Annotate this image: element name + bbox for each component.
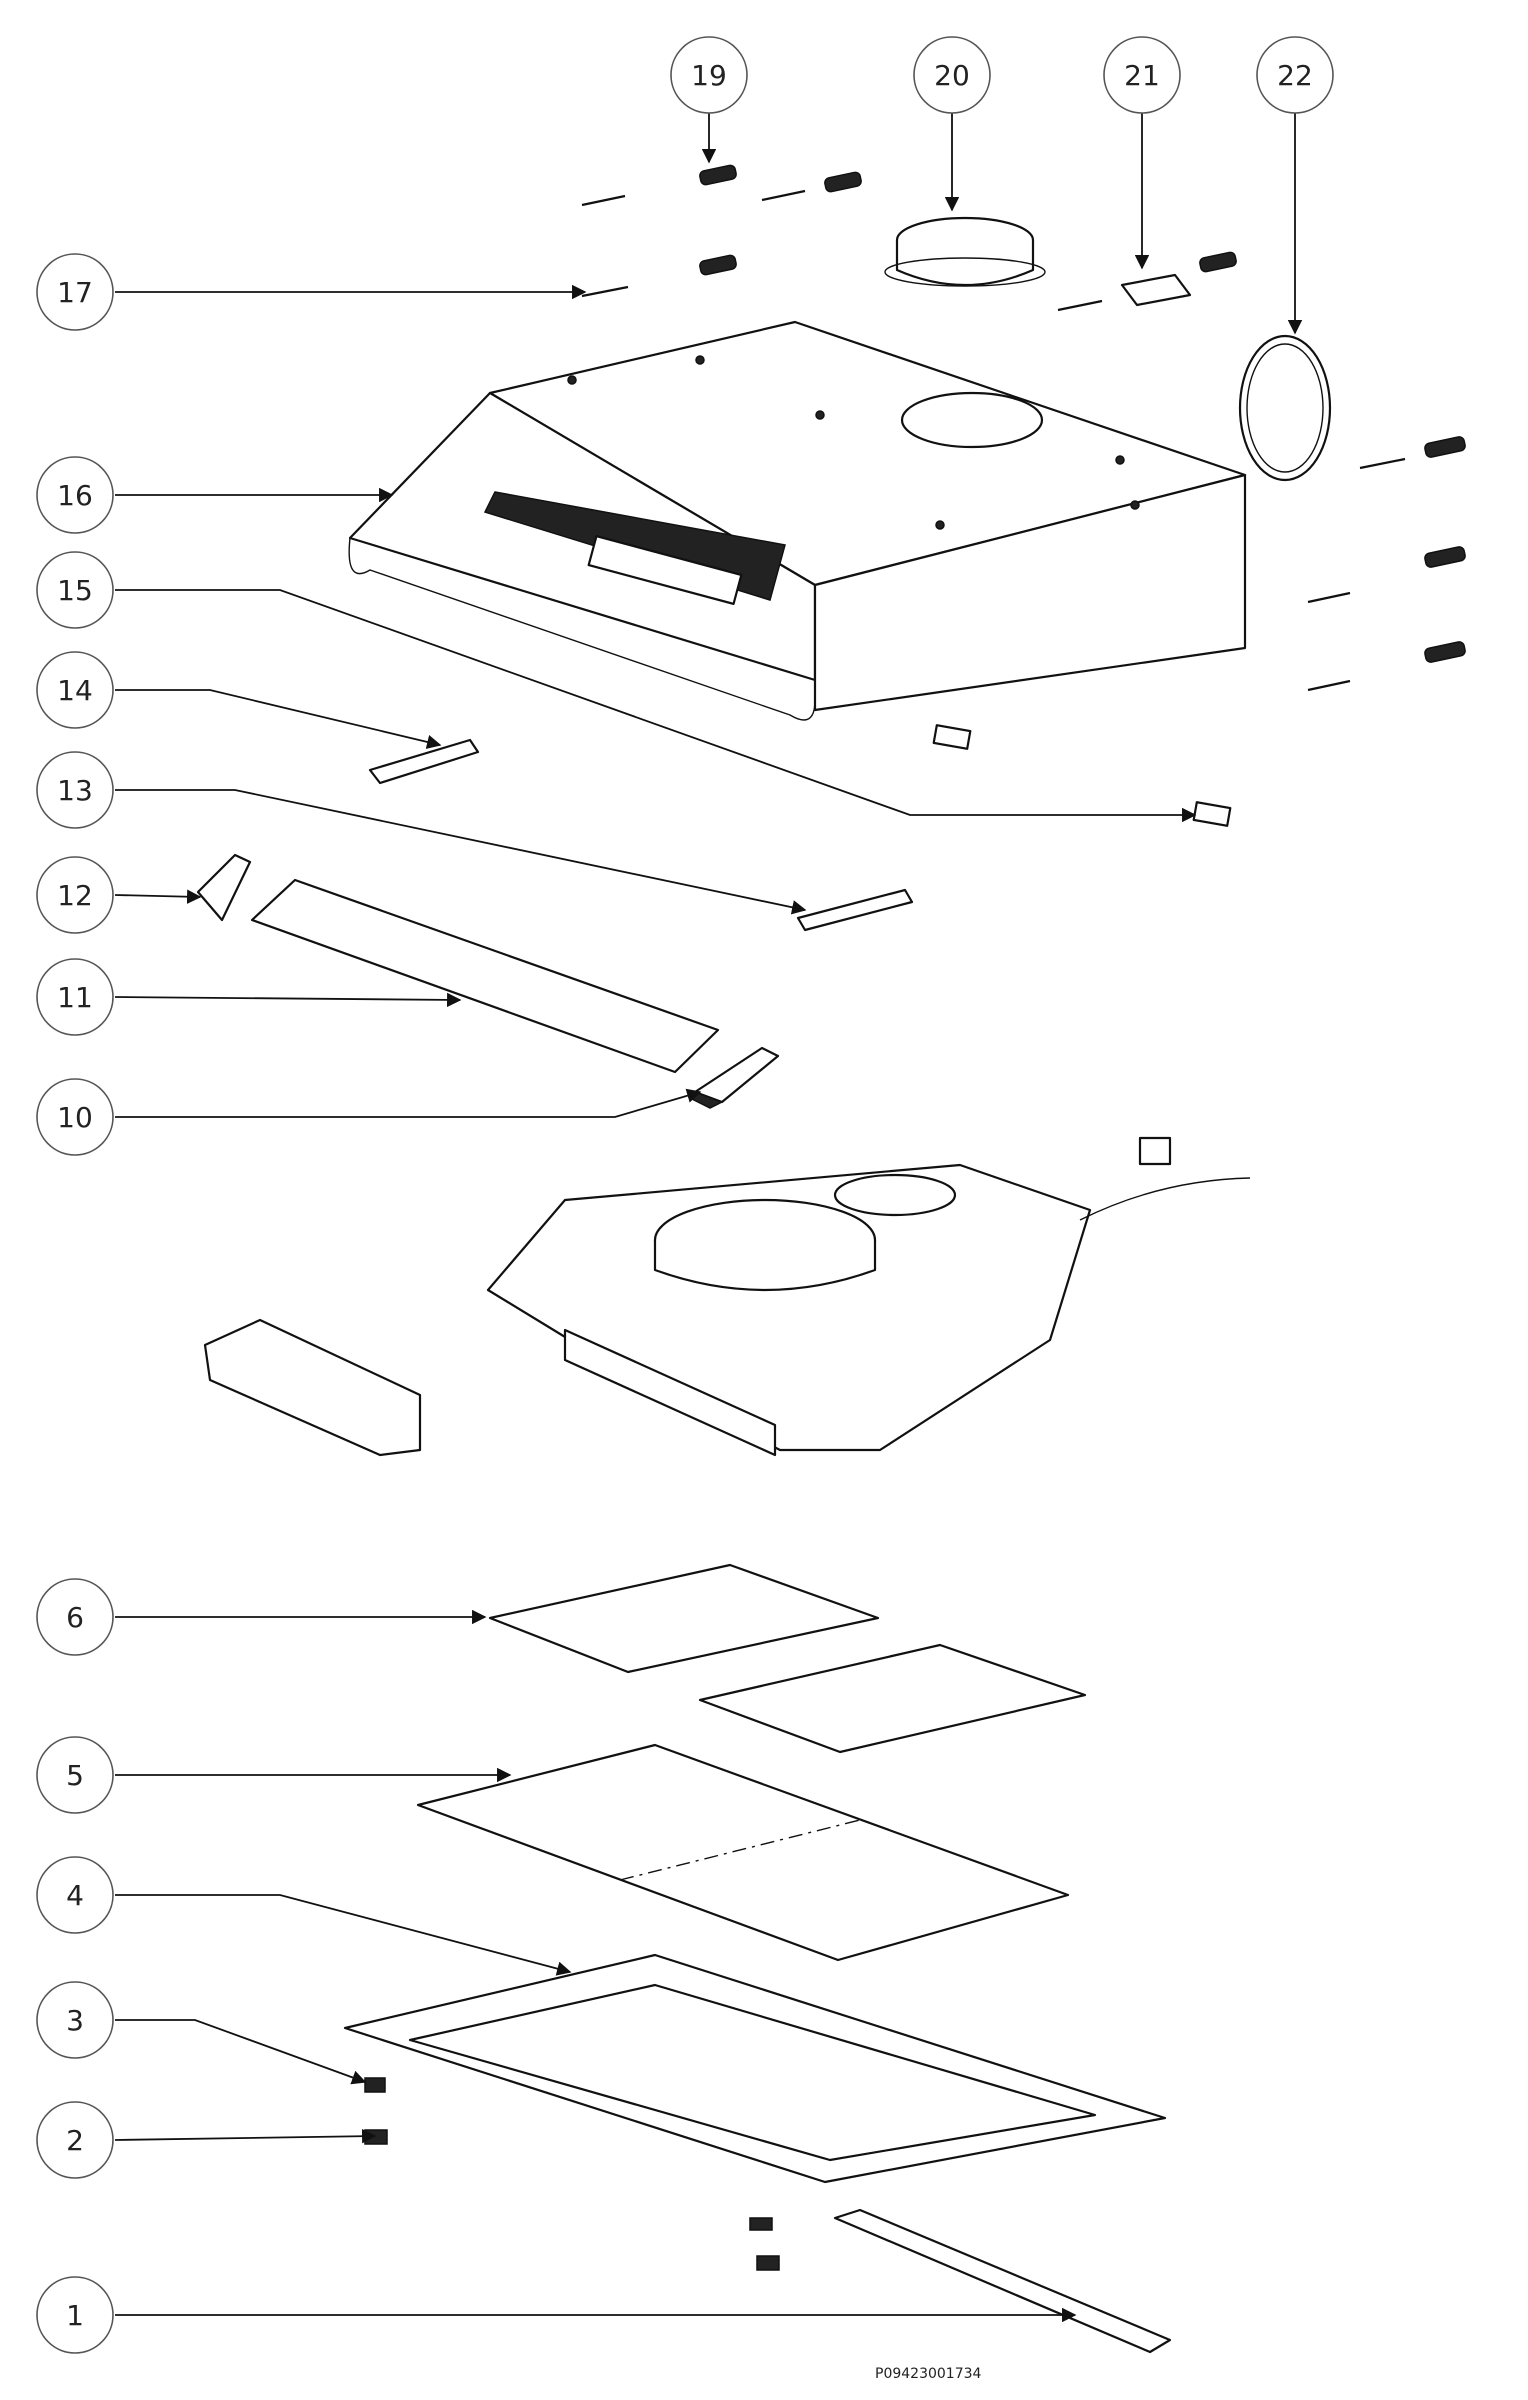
callout-5: 5 (36, 1736, 114, 1814)
svg-text:22: 22 (1277, 59, 1313, 92)
leader-2 (114, 2129, 377, 2144)
part-visor-panel (416, 1743, 1070, 1962)
svg-text:4: 4 (66, 1879, 84, 1912)
svg-text:6: 6 (66, 1601, 84, 1634)
svg-text:14: 14 (57, 674, 93, 707)
part-grease-filter-left (488, 1563, 880, 1674)
callout-21: 21 (1103, 36, 1181, 114)
svg-text:5: 5 (66, 1759, 84, 1792)
part-filter-bracket-14 (368, 738, 480, 785)
leader-lines (114, 112, 1303, 2323)
leader-4 (115, 1894, 572, 1976)
svg-text:19: 19 (691, 59, 727, 92)
callout-13: 13 (36, 751, 114, 829)
leader-3 (115, 2019, 367, 2085)
callout-6: 6 (36, 1578, 114, 1656)
svg-text:20: 20 (934, 59, 970, 92)
callout-17: 17 (36, 253, 114, 331)
svg-text:10: 10 (57, 1101, 93, 1134)
loose-small-parts (749, 2217, 780, 2271)
part-clip-12 (196, 853, 252, 922)
part-glass-panel (250, 878, 720, 1074)
callout-19: 19 (670, 36, 748, 114)
leader-15 (115, 589, 1197, 823)
part-fan-housing (486, 1163, 1092, 1457)
svg-text:2: 2 (66, 2124, 84, 2157)
part-control-module (203, 1318, 422, 1457)
leader-13 (115, 789, 807, 915)
callouts: 1 2 3 4 5 6 10 11 (36, 36, 1334, 2354)
svg-text:13: 13 (57, 774, 93, 807)
callout-11: 11 (36, 958, 114, 1036)
part-clip-10 (688, 1046, 780, 1109)
svg-text:12: 12 (57, 879, 93, 912)
leader-10 (115, 1088, 702, 1118)
callout-2: 2 (36, 2101, 114, 2179)
svg-text:17: 17 (57, 276, 93, 309)
svg-text:1: 1 (66, 2299, 84, 2332)
callout-10: 10 (36, 1078, 114, 1156)
svg-text:11: 11 (57, 981, 93, 1014)
part-bracket (1120, 273, 1192, 307)
leader-11 (114, 992, 462, 1008)
part-hood-body (348, 320, 1247, 721)
svg-text:16: 16 (57, 479, 93, 512)
callout-12: 12 (36, 856, 114, 934)
callout-1: 1 (36, 2276, 114, 2354)
callout-20: 20 (913, 36, 991, 114)
part-bottom-frame (343, 1953, 1167, 2184)
document-code: P09423001734 (875, 2366, 982, 2382)
callout-22: 22 (1256, 36, 1334, 114)
svg-text:21: 21 (1124, 59, 1160, 92)
leader-14 (115, 689, 442, 749)
callout-3: 3 (36, 1981, 114, 2059)
part-handle-strip (833, 2208, 1172, 2354)
callout-15: 15 (36, 551, 114, 629)
part-grease-filter-right (698, 1643, 1087, 1754)
part-power-cable (1079, 1136, 1251, 1221)
svg-text:3: 3 (66, 2004, 84, 2037)
callout-16: 16 (36, 456, 114, 534)
part-duct-collar (884, 216, 1046, 287)
part-hinge-3 (364, 2077, 386, 2093)
screws-right (1307, 436, 1466, 692)
part-filter-bracket-13 (796, 888, 914, 932)
screws-top (581, 164, 1237, 312)
part-ring-gasket (1238, 334, 1332, 482)
svg-text:15: 15 (57, 574, 93, 607)
leader-12 (114, 889, 202, 904)
callout-14: 14 (36, 651, 114, 729)
clips-near-hood (932, 724, 1232, 827)
callout-4: 4 (36, 1856, 114, 1934)
